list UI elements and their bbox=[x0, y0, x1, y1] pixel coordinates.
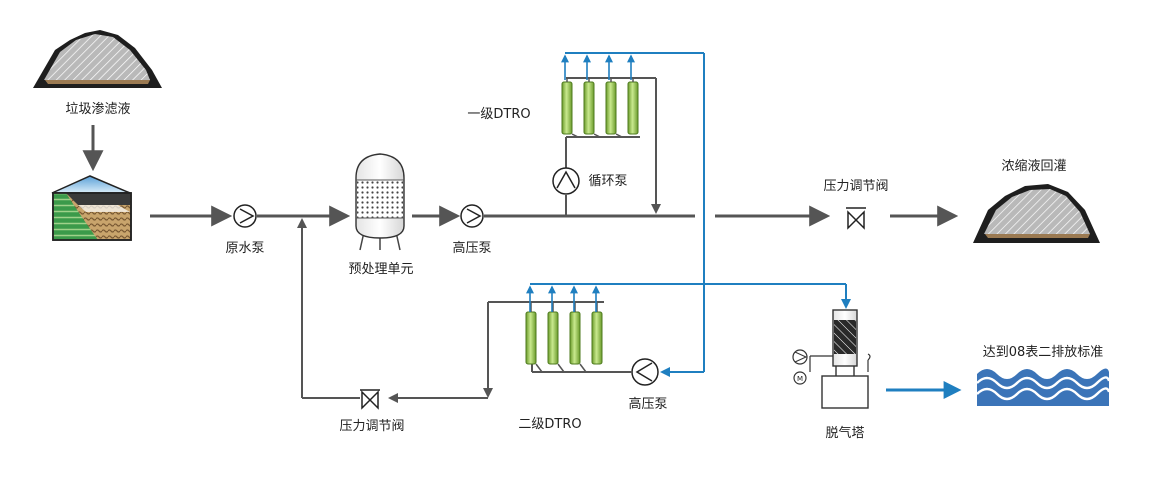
raw-pump-label: 原水泵 bbox=[225, 241, 264, 256]
leachate-label: 垃圾渗滤液 bbox=[65, 102, 130, 117]
pressure-valve-left-icon bbox=[360, 389, 380, 410]
hp-pump-1-icon bbox=[460, 204, 484, 228]
concentrate-pile-icon bbox=[973, 184, 1100, 243]
circ-pump-label: 循环泵 bbox=[588, 174, 627, 189]
degas-tower-label: 脱气塔 bbox=[825, 425, 864, 441]
hp-pump-2-icon bbox=[631, 358, 659, 386]
hp-pump-1-label: 高压泵 bbox=[452, 240, 491, 256]
landfill-icon bbox=[51, 175, 132, 241]
dtro-1-label: 一级DTRO bbox=[467, 107, 530, 122]
dtro-2-label: 二级DTRO bbox=[518, 417, 581, 432]
dtro-1-membrane-modules bbox=[561, 78, 639, 138]
discharge-label: 达到08表二排放标准 bbox=[983, 345, 1104, 360]
dtro-1-permeate-lines bbox=[561, 52, 705, 372]
circ-pump-icon bbox=[552, 167, 580, 195]
leachate-pile-icon bbox=[33, 30, 162, 88]
motor-letter: M bbox=[797, 375, 803, 383]
dtro-2-permeate-lines bbox=[526, 283, 851, 312]
blower-icon bbox=[792, 349, 808, 365]
raw-pump-icon bbox=[233, 204, 257, 228]
pressure-valve-left-label: 压力调节阀 bbox=[339, 419, 404, 434]
pretreatment-tank-icon bbox=[355, 153, 405, 251]
discharge-water-icon bbox=[976, 368, 1111, 406]
pretreatment-label: 预处理单元 bbox=[348, 262, 413, 277]
hp-pump-2-label: 高压泵 bbox=[628, 396, 667, 412]
motor-icon: M bbox=[793, 371, 807, 385]
concentrate-label: 浓缩液回灌 bbox=[1001, 158, 1066, 174]
pressure-valve-right-label: 压力调节阀 bbox=[823, 179, 888, 194]
degas-tower-icon bbox=[809, 309, 871, 409]
dtro-2-membrane-modules bbox=[525, 302, 603, 373]
pressure-valve-right-icon bbox=[846, 207, 866, 230]
